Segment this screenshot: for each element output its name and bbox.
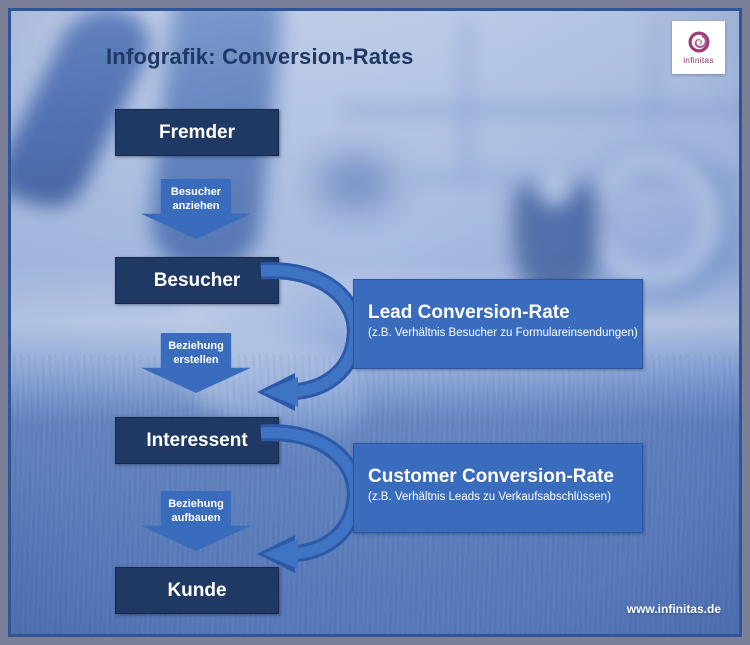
- stage-box-fremder[interactable]: Fremder: [115, 109, 279, 156]
- footer-website[interactable]: www.infinitas.de: [626, 602, 721, 616]
- photo-rail-horizontal-2: [411, 174, 739, 181]
- page-title: Infografik: Conversion-Rates: [106, 44, 414, 69]
- stage-label: Kunde: [167, 579, 227, 601]
- transition-label: Beziehung erstellen: [168, 340, 224, 366]
- photo-rail-vertical: [463, 21, 471, 181]
- transition-arrow-beziehung-erstellen: Beziehung erstellen: [141, 333, 251, 393]
- rate-title: Lead Conversion-Rate: [368, 302, 570, 323]
- photo-person-head: [538, 173, 572, 207]
- rate-subtitle: (z.B. Verhältnis Leads zu Verkaufsabschl…: [368, 490, 611, 503]
- stage-label: Fremder: [158, 121, 236, 143]
- stage-box-interessent[interactable]: Interessent: [115, 417, 279, 464]
- transition-label: Besucher anziehen: [170, 186, 222, 212]
- photo-background-figure: [296, 136, 416, 231]
- photo-rail-horizontal: [341, 106, 739, 114]
- transition-arrow-besucher-anziehen: Besucher anziehen: [141, 179, 251, 239]
- rate-title: Customer Conversion-Rate: [368, 466, 614, 487]
- infographic-content: Infografik: Conversion-Rates infinitas F…: [11, 11, 739, 634]
- photo-rail-vertical-2: [651, 21, 658, 131]
- stage-label: Besucher: [153, 269, 241, 291]
- rate-subtitle: (z.B. Verhältnis Besucher zu Formularein…: [368, 326, 638, 339]
- infinitas-logo: infinitas: [672, 21, 725, 74]
- infinitas-wordmark: infinitas: [683, 55, 714, 66]
- infinity-spiral-icon: [687, 30, 711, 54]
- stage-label: Interessent: [146, 429, 248, 451]
- transition-arrow-beziehung-aufbauen: Beziehung aufbauen: [141, 491, 251, 551]
- stage-box-besucher[interactable]: Besucher: [115, 257, 279, 304]
- transition-label: Beziehung aufbauen: [168, 498, 224, 524]
- stage-box-kunde[interactable]: Kunde: [115, 567, 279, 614]
- infographic-inner-border: Infografik: Conversion-Rates infinitas F…: [8, 8, 742, 637]
- rate-panel-lead-conversion: Lead Conversion-Rate (z.B. Verhältnis Be…: [353, 279, 643, 369]
- rate-panel-customer-conversion: Customer Conversion-Rate (z.B. Verhältni…: [353, 443, 643, 533]
